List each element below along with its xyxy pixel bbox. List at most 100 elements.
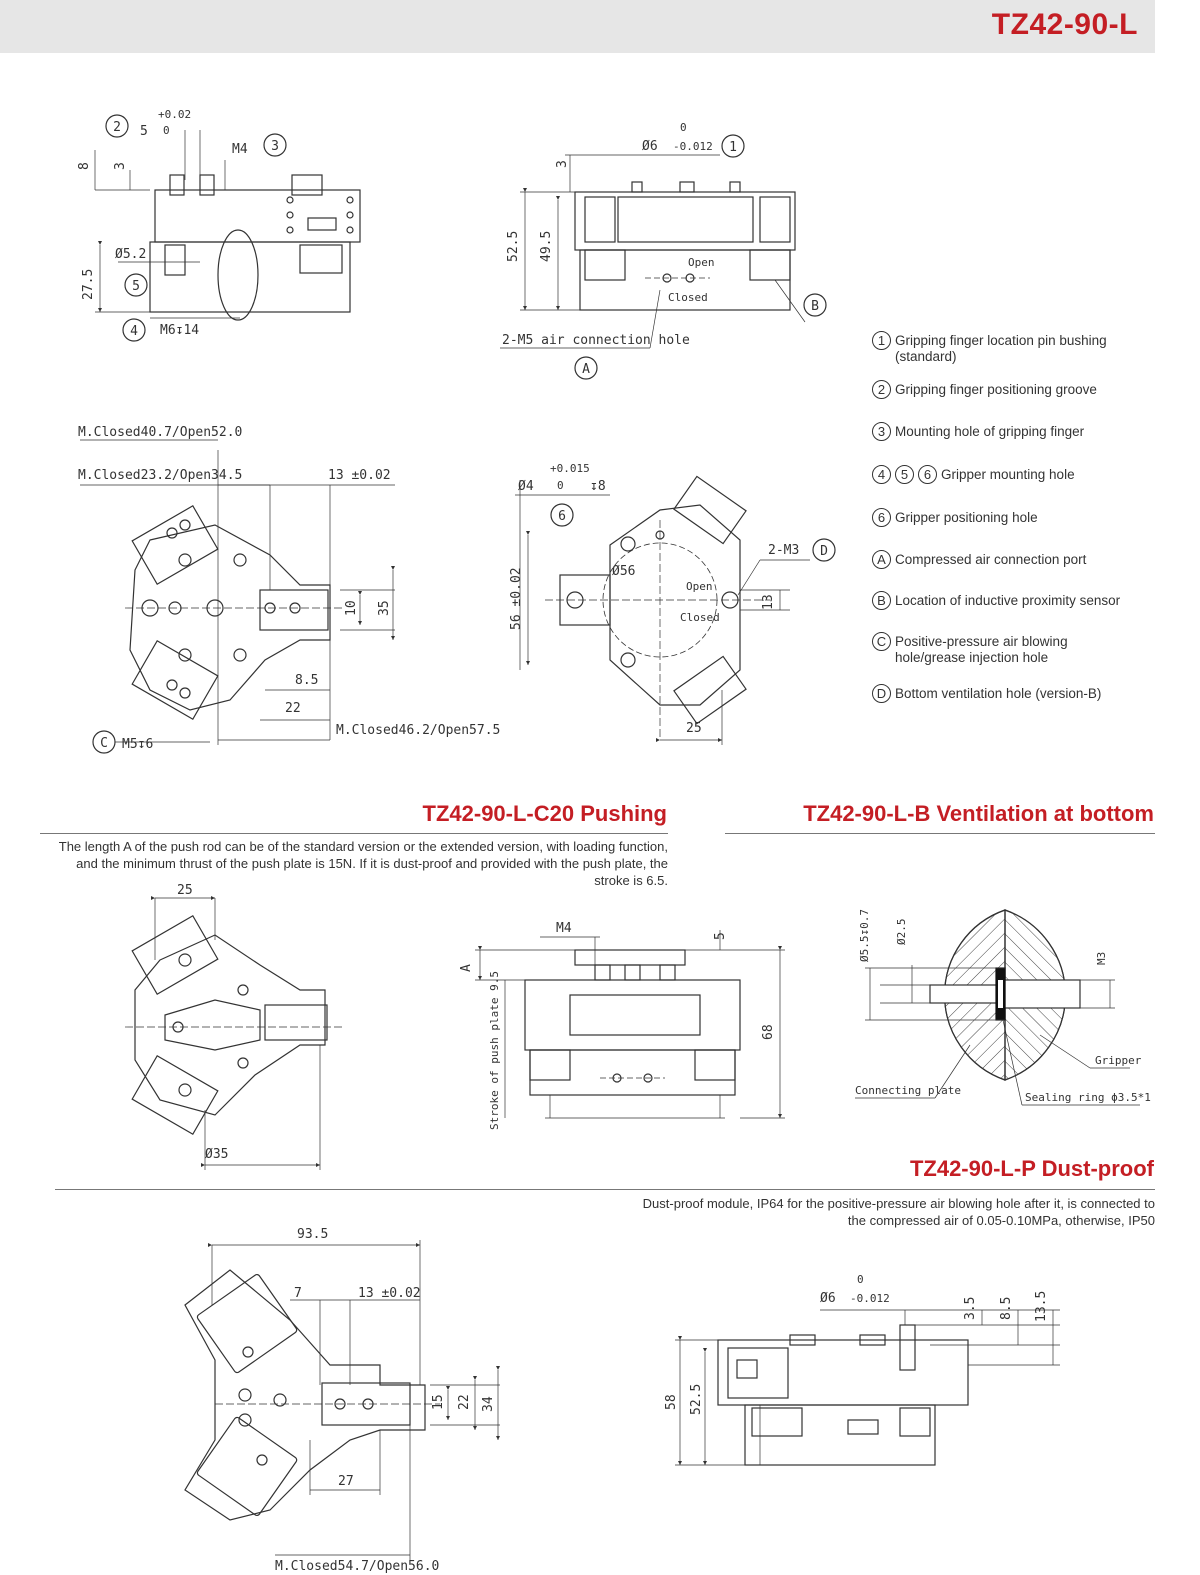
pushing-top-drawing	[125, 895, 345, 1170]
legend-item-2: 2 Gripping finger positioning groove	[872, 380, 1097, 399]
legend-item-1: 1 Gripping finger location pin bushing (…	[872, 331, 1145, 365]
dim-5: 5	[713, 932, 728, 940]
dim-13-5: 13.5	[1034, 1291, 1049, 1322]
side-left-drawing	[94, 114, 361, 342]
dim-52-5: 52.5	[506, 231, 521, 262]
label-open: Open	[686, 580, 713, 593]
section-title-pushing: TZ42-90-L-C20 Pushing	[422, 801, 667, 826]
tol-zero: 0	[857, 1273, 864, 1286]
section-desc-pushing: The length A of the push rod can be of t…	[58, 839, 668, 888]
legend-item-d: D Bottom ventilation hole (version-B)	[872, 684, 1101, 703]
dim-35: 35	[377, 600, 392, 616]
tol-minus: -0.012	[850, 1292, 890, 1305]
legend-mark: 6	[872, 508, 891, 527]
legend-mark: A	[872, 550, 891, 569]
dim-m-23-2: M.Closed23.2/Open34.5	[78, 468, 242, 483]
legend-mark: 2	[872, 380, 891, 399]
dim-22: 22	[457, 1394, 472, 1410]
dim-56: 56 ±0.02	[509, 567, 524, 630]
dim-58: 58	[664, 1394, 679, 1410]
label-sealing-ring: Sealing ring ϕ3.5*1	[1025, 1091, 1151, 1104]
dim-13: 13 ±0.02	[328, 468, 391, 483]
section-divider	[40, 833, 668, 834]
label-gripper: Gripper	[1095, 1054, 1142, 1067]
dim-25: 25	[177, 883, 193, 898]
dim-m4: M4	[232, 142, 248, 157]
legend-mark: 1	[872, 331, 891, 350]
dim-25: 25	[686, 721, 702, 736]
dim-d5-5: Ø5.5↧0.7	[858, 909, 871, 962]
legend-item-a: A Compressed air connection port	[872, 550, 1086, 569]
dim-52-5: 52.5	[689, 1384, 704, 1415]
dim-27-5: 27.5	[81, 269, 96, 300]
legend-item-b: B Location of inductive proximity sensor	[872, 591, 1120, 610]
section-divider	[725, 833, 1155, 834]
callout-a: A	[582, 362, 590, 377]
dim-d35: Ø35	[205, 1147, 228, 1162]
tol-plus: +0.02	[158, 108, 191, 121]
ventilation-section-drawing	[855, 909, 1140, 1106]
dim-8: 8	[77, 162, 92, 170]
legend-mark: 3	[872, 422, 891, 441]
tol-plus: +0.015	[550, 462, 590, 475]
dim-7: 7	[294, 1286, 302, 1301]
section-title-ventilation: TZ42-90-L-B Ventilation at bottom	[803, 801, 1154, 826]
legend-item-c: C Positive-pressure air blowing hole/gre…	[872, 632, 1105, 666]
label-closed: Closed	[668, 291, 708, 304]
label-connecting-plate: Connecting plate	[855, 1084, 961, 1097]
dim-m-40-7: M.Closed40.7/Open52.0	[78, 425, 242, 440]
label-closed: Closed	[680, 611, 720, 624]
legend-mark: D	[872, 684, 891, 703]
dim-68: 68	[761, 1024, 776, 1040]
side-front-drawing	[500, 134, 827, 380]
dim-m5: M5↧6	[122, 737, 153, 752]
legend-mark: 5	[895, 465, 914, 484]
label-open: Open	[688, 256, 715, 269]
legend-text: Location of inductive proximity sensor	[895, 593, 1121, 608]
legend-text: Mounting hole of gripping finger	[895, 424, 1085, 439]
legend-text: Positive-pressure air blowing hole/greas…	[895, 634, 1068, 665]
legend-mark: B	[872, 591, 891, 610]
dim-10: 10	[344, 600, 359, 616]
callout-2: 2	[113, 120, 121, 135]
dim-d2-5: Ø2.5	[895, 919, 908, 946]
label-air-hole: 2-M5 air connection hole	[502, 333, 690, 348]
dim-93-5: 93.5	[297, 1227, 328, 1242]
callout-6: 6	[558, 509, 566, 524]
legend-text: Gripping finger positioning groove	[895, 382, 1097, 397]
dim-d6: Ø6	[820, 1291, 836, 1306]
dim-d56: Ø56	[612, 564, 635, 579]
dim-m6: M6↧14	[160, 323, 199, 338]
header-bar	[0, 0, 1155, 53]
tol-zero: 0	[557, 479, 564, 492]
legend-item-4: 4 5 6 Gripper mounting hole	[872, 465, 1075, 484]
dim-d5-2: Ø5.2	[115, 247, 146, 262]
legend-text: Compressed air connection port	[895, 552, 1087, 567]
dim-15: 15	[431, 1394, 446, 1410]
dim-5: 5	[140, 124, 148, 139]
dim-13: 13 ±0.02	[358, 1286, 421, 1301]
dim-a: A	[459, 964, 474, 972]
dim-8-5: 8.5	[295, 673, 318, 688]
dim-d4: Ø4	[518, 479, 534, 494]
dim-2-m3: 2-M3	[768, 543, 799, 558]
legend-mark: C	[872, 632, 891, 651]
pushing-side-drawing	[475, 930, 785, 1119]
top-view-drawing	[80, 439, 396, 754]
dust-top-drawing	[184, 1240, 501, 1560]
dim-m4: M4	[556, 921, 572, 936]
tol-zero: 0	[680, 121, 687, 134]
legend-mark: 6	[918, 465, 937, 484]
dim-22: 22	[285, 701, 301, 716]
page-title: TZ42-90-L	[991, 8, 1138, 41]
tol-zero: 0	[163, 124, 170, 137]
dim-3: 3	[555, 160, 570, 168]
dim-d6: Ø6	[642, 139, 658, 154]
callout-4: 4	[130, 324, 138, 339]
dim-3-5: 3.5	[963, 1297, 978, 1320]
dim-49-5: 49.5	[539, 231, 554, 262]
dim-3: 3	[113, 162, 128, 170]
dust-side-drawing	[675, 1309, 1060, 1466]
legend-text: Gripper mounting hole	[941, 467, 1075, 482]
legend-text: Gripping finger location pin bushing (st…	[895, 333, 1107, 364]
